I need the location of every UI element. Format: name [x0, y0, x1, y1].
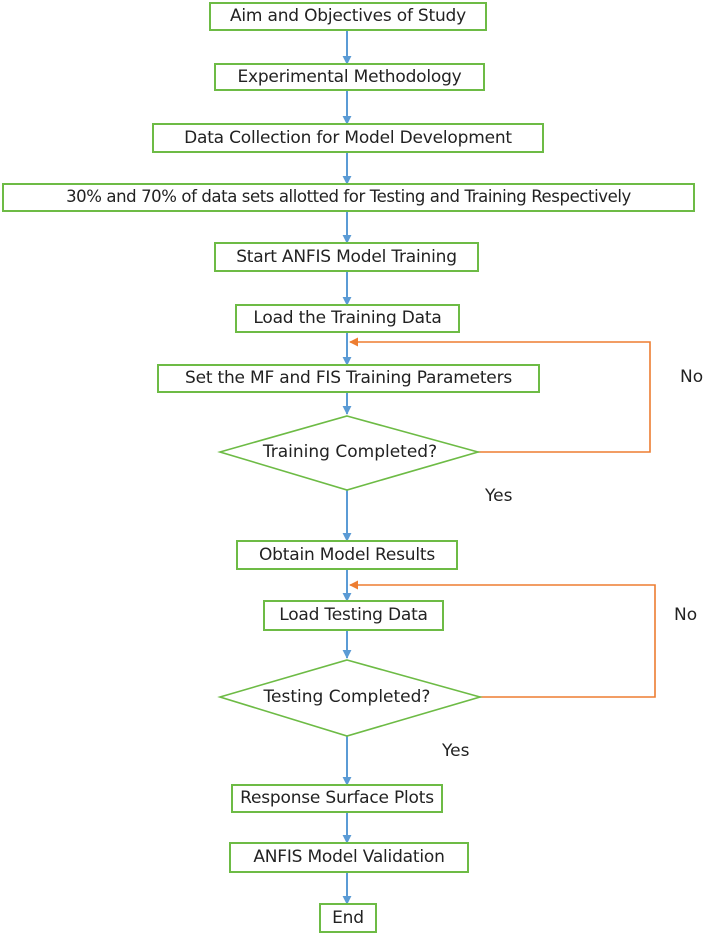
obtain-results-box: Obtain Model Results: [236, 540, 458, 570]
surface-plots-box: Response Surface Plots: [231, 784, 443, 813]
testing-decision-label: Testing Completed?: [263, 686, 431, 707]
methodology-box: Experimental Methodology: [214, 63, 485, 91]
set-params-box: Set the MF and FIS Training Parameters: [157, 364, 540, 393]
training-decision-diamond: [217, 415, 481, 491]
start-training-box: Start ANFIS Model Training: [214, 242, 479, 272]
load-training-box: Load the Training Data: [235, 304, 460, 333]
split-box: 30% and 70% of data sets allotted for Te…: [2, 183, 695, 212]
training-no-label: No: [680, 367, 704, 387]
training-yes-label: Yes: [485, 486, 513, 506]
end-box: End: [319, 903, 377, 933]
loop-training-no: [349, 337, 651, 453]
testing-no-label: No: [674, 605, 698, 625]
load-testing-box: Load Testing Data: [263, 600, 444, 631]
testing-yes-label: Yes: [442, 741, 470, 761]
validation-box: ANFIS Model Validation: [229, 842, 469, 873]
loop-testing-no: [349, 580, 656, 698]
training-decision-label: Training Completed?: [262, 441, 438, 462]
data-collection-box: Data Collection for Model Development: [152, 123, 544, 153]
testing-decision-diamond: [217, 659, 483, 737]
aim-box: Aim and Objectives of Study: [209, 2, 487, 31]
